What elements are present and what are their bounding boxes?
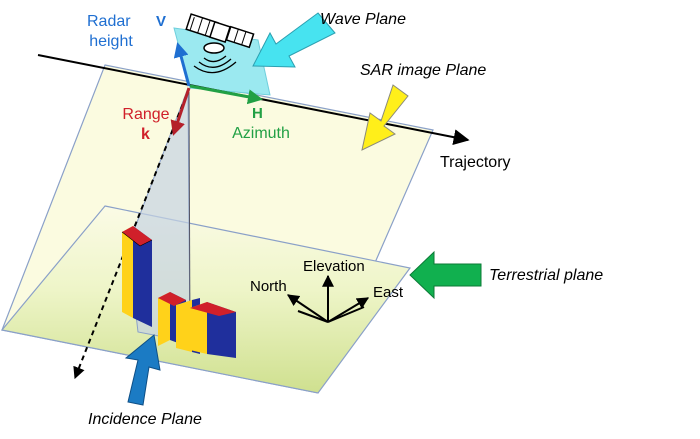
terrestrial-plane-arrow bbox=[409, 250, 482, 300]
north-label: North bbox=[250, 278, 287, 295]
sar-image-plane-label: SAR image Plane bbox=[360, 62, 486, 79]
k-label: k bbox=[141, 126, 150, 143]
k-vector bbox=[170, 87, 191, 136]
h-label: H bbox=[252, 105, 263, 122]
incidence-plane-arrow bbox=[124, 334, 161, 406]
range-dashed-line bbox=[73, 95, 187, 380]
elevation-label: Elevation bbox=[303, 258, 365, 275]
v-label: V bbox=[156, 13, 166, 30]
wave-plane-arrow bbox=[252, 12, 336, 68]
radar-height-line-1: Radar bbox=[87, 13, 131, 30]
incidence-plane-label: Incidence Plane bbox=[88, 411, 202, 428]
radar-height-label: Radar height bbox=[87, 13, 135, 50]
sar-plane-arrow bbox=[361, 84, 409, 151]
azimuth-label: Azimuth bbox=[232, 125, 290, 142]
terrestrial-plane bbox=[0, 205, 412, 394]
wave-plane-label: Wave Plane bbox=[320, 11, 406, 28]
radar-height-line-2: height bbox=[89, 33, 133, 50]
east-label: East bbox=[373, 284, 404, 301]
v-vector bbox=[173, 42, 191, 87]
building-tall bbox=[121, 226, 153, 327]
trajectory-label: Trajectory bbox=[440, 154, 511, 171]
satellite-icon bbox=[185, 13, 255, 74]
h-vector bbox=[189, 84, 263, 105]
range-label: Range bbox=[122, 106, 169, 123]
local-axes bbox=[287, 274, 370, 323]
building-front bbox=[176, 298, 236, 358]
terrestrial-plane-label: Terrestrial plane bbox=[489, 267, 603, 284]
